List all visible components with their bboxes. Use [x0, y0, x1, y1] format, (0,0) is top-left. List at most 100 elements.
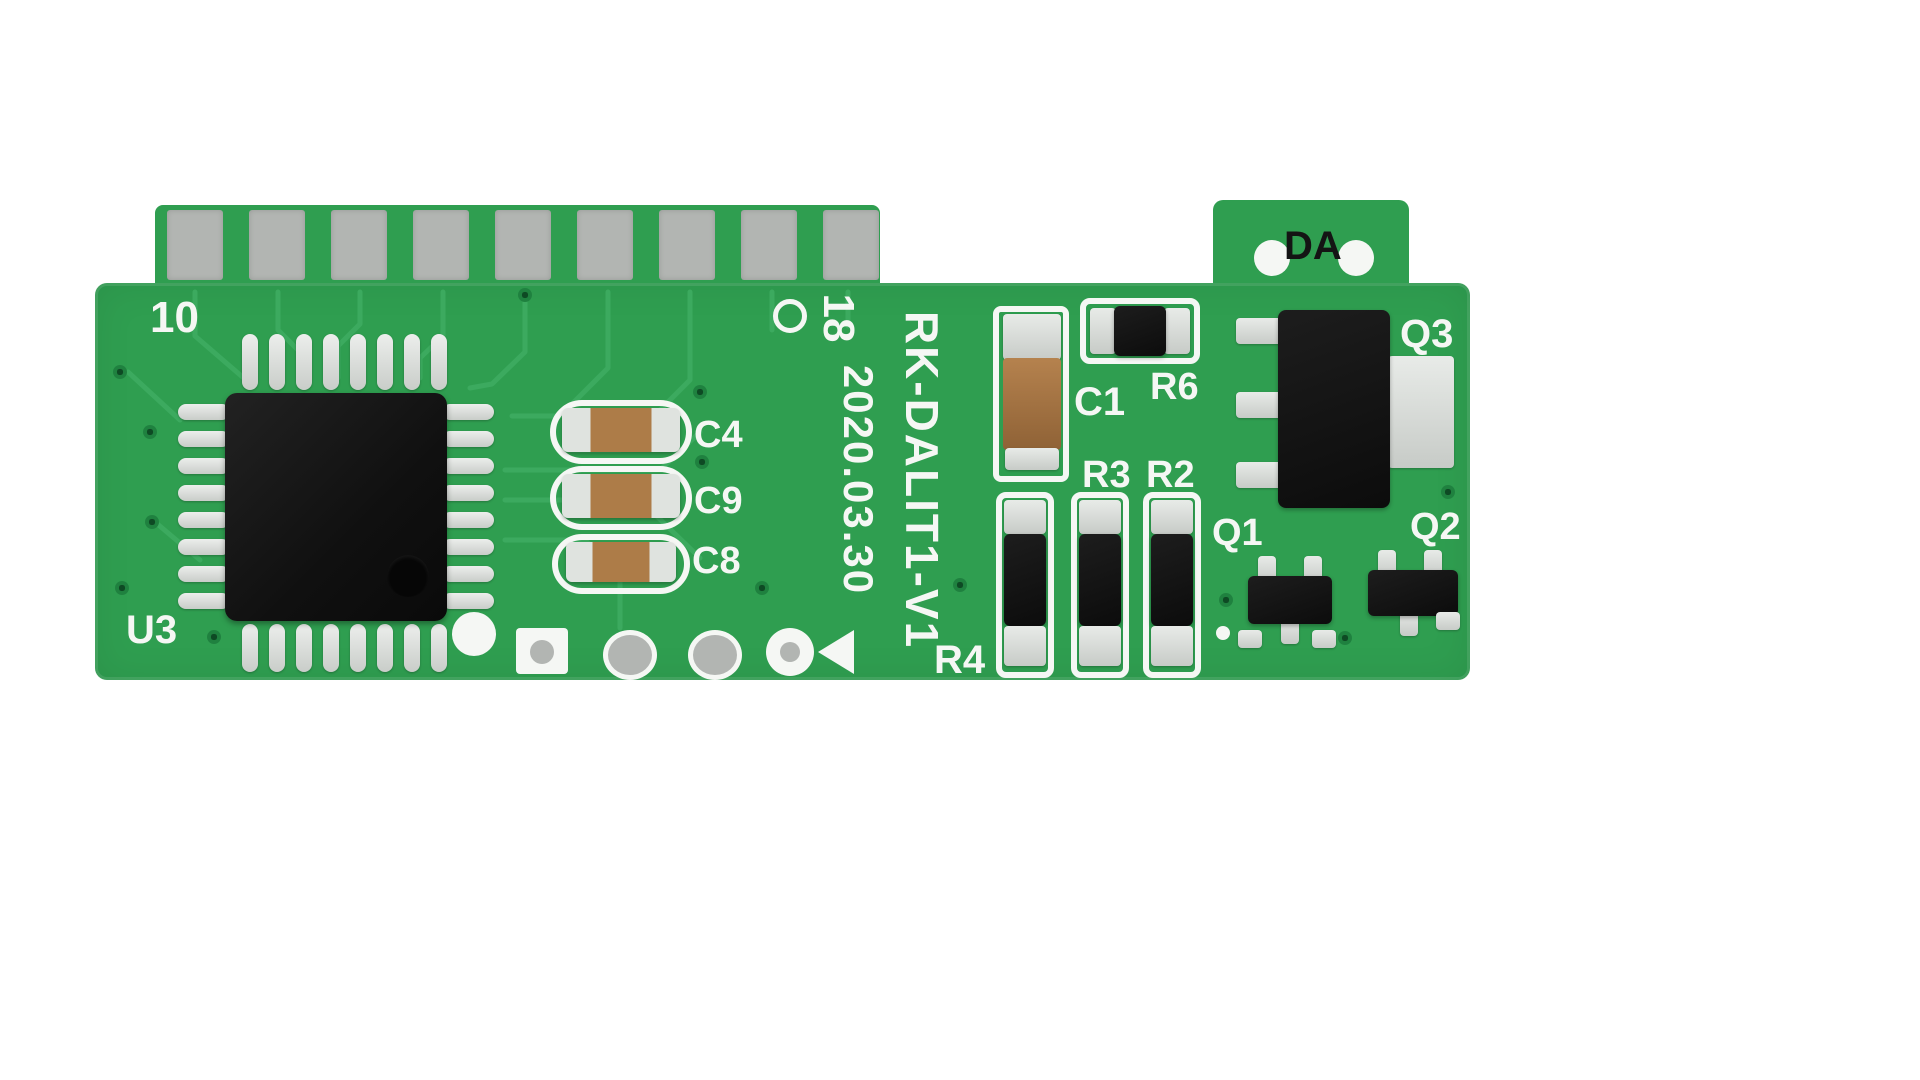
- chip-pin: [442, 485, 494, 501]
- chip-pin: [178, 485, 230, 501]
- chip-pin: [350, 334, 366, 390]
- chip-pin: [269, 334, 285, 390]
- connector-finger-pad: [331, 210, 387, 280]
- transistor-q2-body: [1368, 570, 1458, 616]
- oval-pad: [688, 630, 742, 680]
- pad-hole: [530, 640, 554, 664]
- transistor-q2-leg3: [1400, 610, 1418, 636]
- silkscreen-label-da: DA: [1284, 224, 1342, 268]
- silkscreen-label-q2: Q2: [1410, 506, 1461, 548]
- capacitor-c1-body: [1003, 358, 1061, 450]
- transistor-q3-leg2: [1236, 392, 1282, 418]
- chip-pin: [296, 624, 312, 672]
- chip-pin: [442, 566, 494, 582]
- chip-pin1-mark: [387, 555, 429, 597]
- via-hole: [115, 581, 129, 595]
- chip-pin: [431, 334, 447, 390]
- chip-pin: [178, 566, 230, 582]
- chip-pin: [442, 593, 494, 609]
- resistor-r6-pad-right: [1164, 308, 1190, 354]
- chip-u3: [225, 393, 447, 621]
- resistor-r4-pad-bottom: [1004, 626, 1046, 666]
- silkscreen-model-text: RK-DALIT1-V1: [896, 310, 948, 650]
- connector-finger-pad: [823, 210, 879, 280]
- chip-pin: [242, 334, 258, 390]
- silkscreen-date-text: 2020.03.30: [835, 364, 882, 596]
- resistor-r3-body: [1079, 534, 1121, 626]
- capacitor-c9: [562, 474, 680, 518]
- connector-finger-pad: [495, 210, 551, 280]
- connector-finger-pad: [659, 210, 715, 280]
- chip-pin: [350, 624, 366, 672]
- resistor-r4-body: [1004, 534, 1046, 626]
- resistor-r3-pad-bottom: [1079, 626, 1121, 666]
- silkscreen-label-q1: Q1: [1212, 512, 1263, 554]
- via-hole: [113, 365, 127, 379]
- resistor-r2-pad-bottom: [1151, 626, 1193, 666]
- chip-pin: [442, 431, 494, 447]
- silkscreen-label-u3: U3: [126, 608, 178, 652]
- solder-pad: [1312, 630, 1336, 648]
- da-pad-left: [1254, 240, 1290, 276]
- mounting-pad: [452, 612, 496, 656]
- transistor-q3-body: [1278, 310, 1390, 508]
- transistor-q2-leg2: [1424, 550, 1442, 576]
- via-hole: [755, 581, 769, 595]
- chip-pin: [377, 624, 393, 672]
- silkscreen-outline-r6: [1080, 298, 1200, 364]
- chip-pin: [178, 431, 230, 447]
- resistor-r2-pad-top: [1151, 500, 1193, 534]
- chip-pin: [178, 458, 230, 474]
- transistor-q1-leg1: [1258, 556, 1276, 582]
- chip-pin: [242, 624, 258, 672]
- da-pad-right: [1338, 240, 1374, 276]
- silkscreen-label-c4: C4: [694, 414, 743, 456]
- chip-pin: [178, 539, 230, 555]
- chip-pin: [442, 458, 494, 474]
- via-hole: [695, 455, 709, 469]
- silkscreen-label-r6: R6: [1150, 366, 1199, 408]
- via-hole: [953, 578, 967, 592]
- capacitor-c4: [562, 408, 680, 452]
- resistor-r2-body: [1151, 534, 1193, 626]
- via-hole: [518, 288, 532, 302]
- capacitor-c8: [566, 542, 676, 582]
- connector-finger-pad: [413, 210, 469, 280]
- chip-pin: [431, 624, 447, 672]
- chip-pin: [178, 593, 230, 609]
- chip-pin: [269, 624, 285, 672]
- via-hole: [1338, 631, 1352, 645]
- pad-hole: [780, 642, 800, 662]
- via-hole: [1441, 485, 1455, 499]
- silkscreen-label-pin10: 10: [150, 293, 199, 342]
- chip-pin: [404, 334, 420, 390]
- solder-pad: [1238, 630, 1262, 648]
- oval-pad: [603, 630, 657, 680]
- silkscreen-label-r3: R3: [1082, 454, 1131, 496]
- resistor-r3-pad-top: [1079, 500, 1121, 534]
- silkscreen-label-r4: R4: [934, 638, 986, 682]
- transistor-q2-leg1: [1378, 550, 1396, 576]
- chip-pin: [296, 334, 312, 390]
- transistor-q1-body: [1248, 576, 1332, 624]
- chip-pin: [178, 512, 230, 528]
- via-hole: [1219, 593, 1233, 607]
- silkscreen-label-r2: R2: [1146, 454, 1195, 496]
- silkscreen-outline-c1: [993, 306, 1069, 482]
- silkscreen-label-pin18: 18: [814, 293, 863, 343]
- via-hole: [145, 515, 159, 529]
- chip-pin: [442, 512, 494, 528]
- chip-pin: [404, 624, 420, 672]
- capacitor-c1-terminal2: [1005, 448, 1059, 470]
- transistor-q1-leg2: [1304, 556, 1322, 582]
- chip-pin: [178, 404, 230, 420]
- capacitor-c1-terminal: [1003, 314, 1061, 360]
- chip-pin: [323, 334, 339, 390]
- test-point: [1216, 626, 1230, 640]
- silkscreen-label-c8: C8: [692, 540, 741, 582]
- silkscreen-label-c1: C1: [1074, 380, 1126, 424]
- transistor-q3-leg1: [1236, 318, 1282, 344]
- resistor-r4-pad-top: [1004, 500, 1046, 534]
- silkscreen-outline-r3: [1071, 492, 1129, 678]
